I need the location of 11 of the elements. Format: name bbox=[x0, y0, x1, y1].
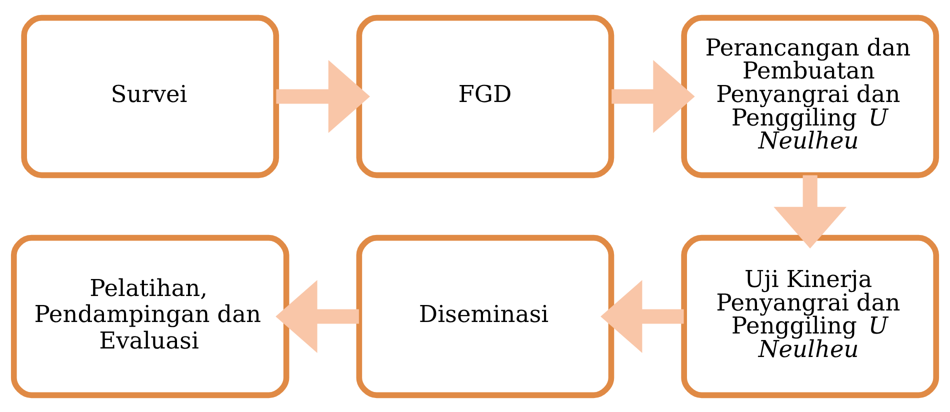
arrow bbox=[276, 60, 370, 132]
node-box: Uji Kinerja Penyangrai dan Penggiling U Neulheu bbox=[681, 234, 940, 398]
node-box: Survei bbox=[21, 14, 280, 178]
arrow bbox=[774, 174, 847, 248]
node-box: Perancangan dan Pembuatan Penyangrai dan Penggiling U Neulheu bbox=[681, 14, 940, 178]
arrow bbox=[600, 280, 684, 352]
node-box: Pelatihan, Pendampingan dan Evaluasi bbox=[10, 234, 290, 398]
node-box: Diseminasi bbox=[356, 234, 614, 398]
arrow bbox=[612, 60, 695, 132]
node-box: FGD bbox=[356, 14, 614, 178]
arrow bbox=[276, 280, 359, 352]
